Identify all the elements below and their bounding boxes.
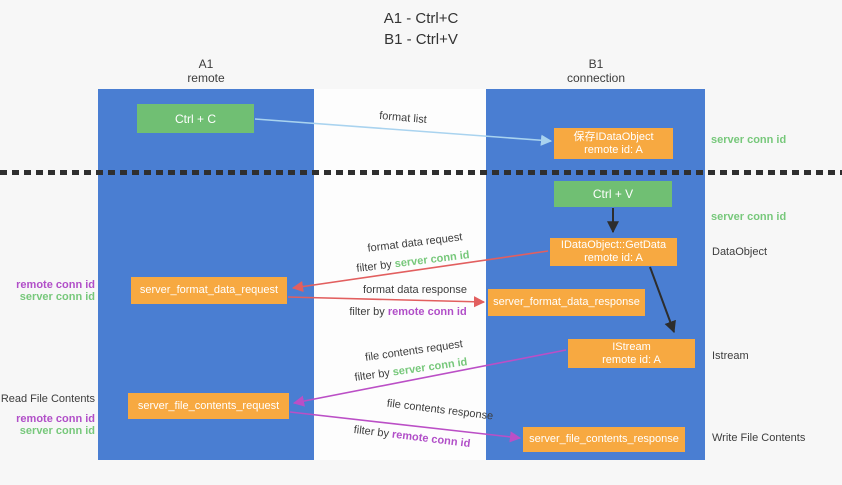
node-ctrl-v: Ctrl + V bbox=[554, 181, 672, 207]
right-label-dataobject: DataObject bbox=[712, 246, 768, 258]
left-label-server-conn-id-bottom: server conn id bbox=[19, 425, 95, 437]
left-column-name: A1 bbox=[198, 57, 214, 71]
node-save-idataobject-line1: 保存IDataObject bbox=[573, 130, 654, 143]
left-label-remote-conn-id-bottom: remote conn id bbox=[16, 413, 95, 425]
node-save-idataobject-line2: remote id: A bbox=[584, 143, 643, 156]
label-format-data-response: format data response bbox=[363, 284, 467, 296]
node-idataobject-getdata-line1: IDataObject::GetData bbox=[560, 239, 667, 251]
arrow-format-data-request bbox=[291, 250, 549, 293]
node-server-format-data-request: server_format_data_request bbox=[131, 277, 287, 304]
remote-conn-id-text: remote conn id bbox=[387, 306, 467, 318]
arrow-getdata-to-istream bbox=[649, 266, 676, 334]
arrow-file-contents-response bbox=[289, 411, 522, 443]
node-server-file-contents-response: server_file_contents_response bbox=[523, 427, 685, 452]
node-server-file-contents-request-label: server_file_contents_request bbox=[137, 399, 280, 412]
label-filter-by-remote-conn-id-1: filter by remote conn id bbox=[349, 306, 466, 318]
separator-dotted-line bbox=[0, 170, 842, 175]
node-ctrl-c-label: Ctrl + C bbox=[174, 111, 216, 126]
right-column-header: B1 connection bbox=[526, 57, 666, 85]
left-label-server-conn-id-mid: server conn id bbox=[19, 291, 95, 303]
node-server-file-contents-response-label: server_file_contents_response bbox=[529, 433, 679, 445]
arrow-format-list bbox=[254, 118, 553, 146]
node-istream: IStream remote id: A bbox=[568, 339, 695, 368]
right-label-write-file-contents: Write File Contents bbox=[712, 432, 806, 444]
right-label-server-conn-id-mid: server conn id bbox=[711, 211, 787, 223]
node-istream-line2: remote id: A bbox=[602, 353, 661, 366]
filter-by-text: filter by bbox=[349, 306, 388, 318]
node-server-format-data-response-label: server_format_data_response bbox=[493, 296, 640, 308]
arrow-format-data-response bbox=[287, 296, 486, 308]
title-line-2: B1 - Ctrl+V bbox=[384, 31, 458, 48]
right-column-name: B1 bbox=[588, 57, 604, 71]
node-ctrl-c: Ctrl + C bbox=[137, 104, 254, 133]
node-idataobject-getdata-line2: remote id: A bbox=[584, 252, 643, 264]
right-column-subtitle: connection bbox=[566, 71, 626, 85]
node-server-format-data-response: server_format_data_response bbox=[488, 289, 645, 316]
node-ctrl-v-label: Ctrl + V bbox=[592, 187, 634, 201]
node-idataobject-getdata: IDataObject::GetData remote id: A bbox=[550, 238, 677, 266]
left-column-subtitle: remote bbox=[187, 71, 225, 85]
left-label-remote-conn-id-mid: remote conn id bbox=[16, 279, 95, 291]
arrow-file-contents-request bbox=[292, 349, 567, 407]
node-istream-line1: IStream bbox=[612, 340, 651, 353]
left-column-header: A1 remote bbox=[136, 57, 276, 85]
center-gap-strip bbox=[314, 89, 486, 460]
left-label-read-file-contents: Read File Contents bbox=[0, 393, 95, 405]
node-server-format-data-request-label: server_format_data_request bbox=[139, 284, 279, 296]
title-line-1: A1 - Ctrl+C bbox=[383, 10, 459, 27]
diagram-title: A1 - Ctrl+C B1 - Ctrl+V bbox=[0, 8, 842, 50]
node-server-file-contents-request: server_file_contents_request bbox=[128, 393, 289, 419]
right-label-istream: Istream bbox=[712, 350, 749, 362]
right-label-server-conn-id-top: server conn id bbox=[711, 134, 787, 146]
node-save-idataobject: 保存IDataObject remote id: A bbox=[554, 128, 673, 159]
